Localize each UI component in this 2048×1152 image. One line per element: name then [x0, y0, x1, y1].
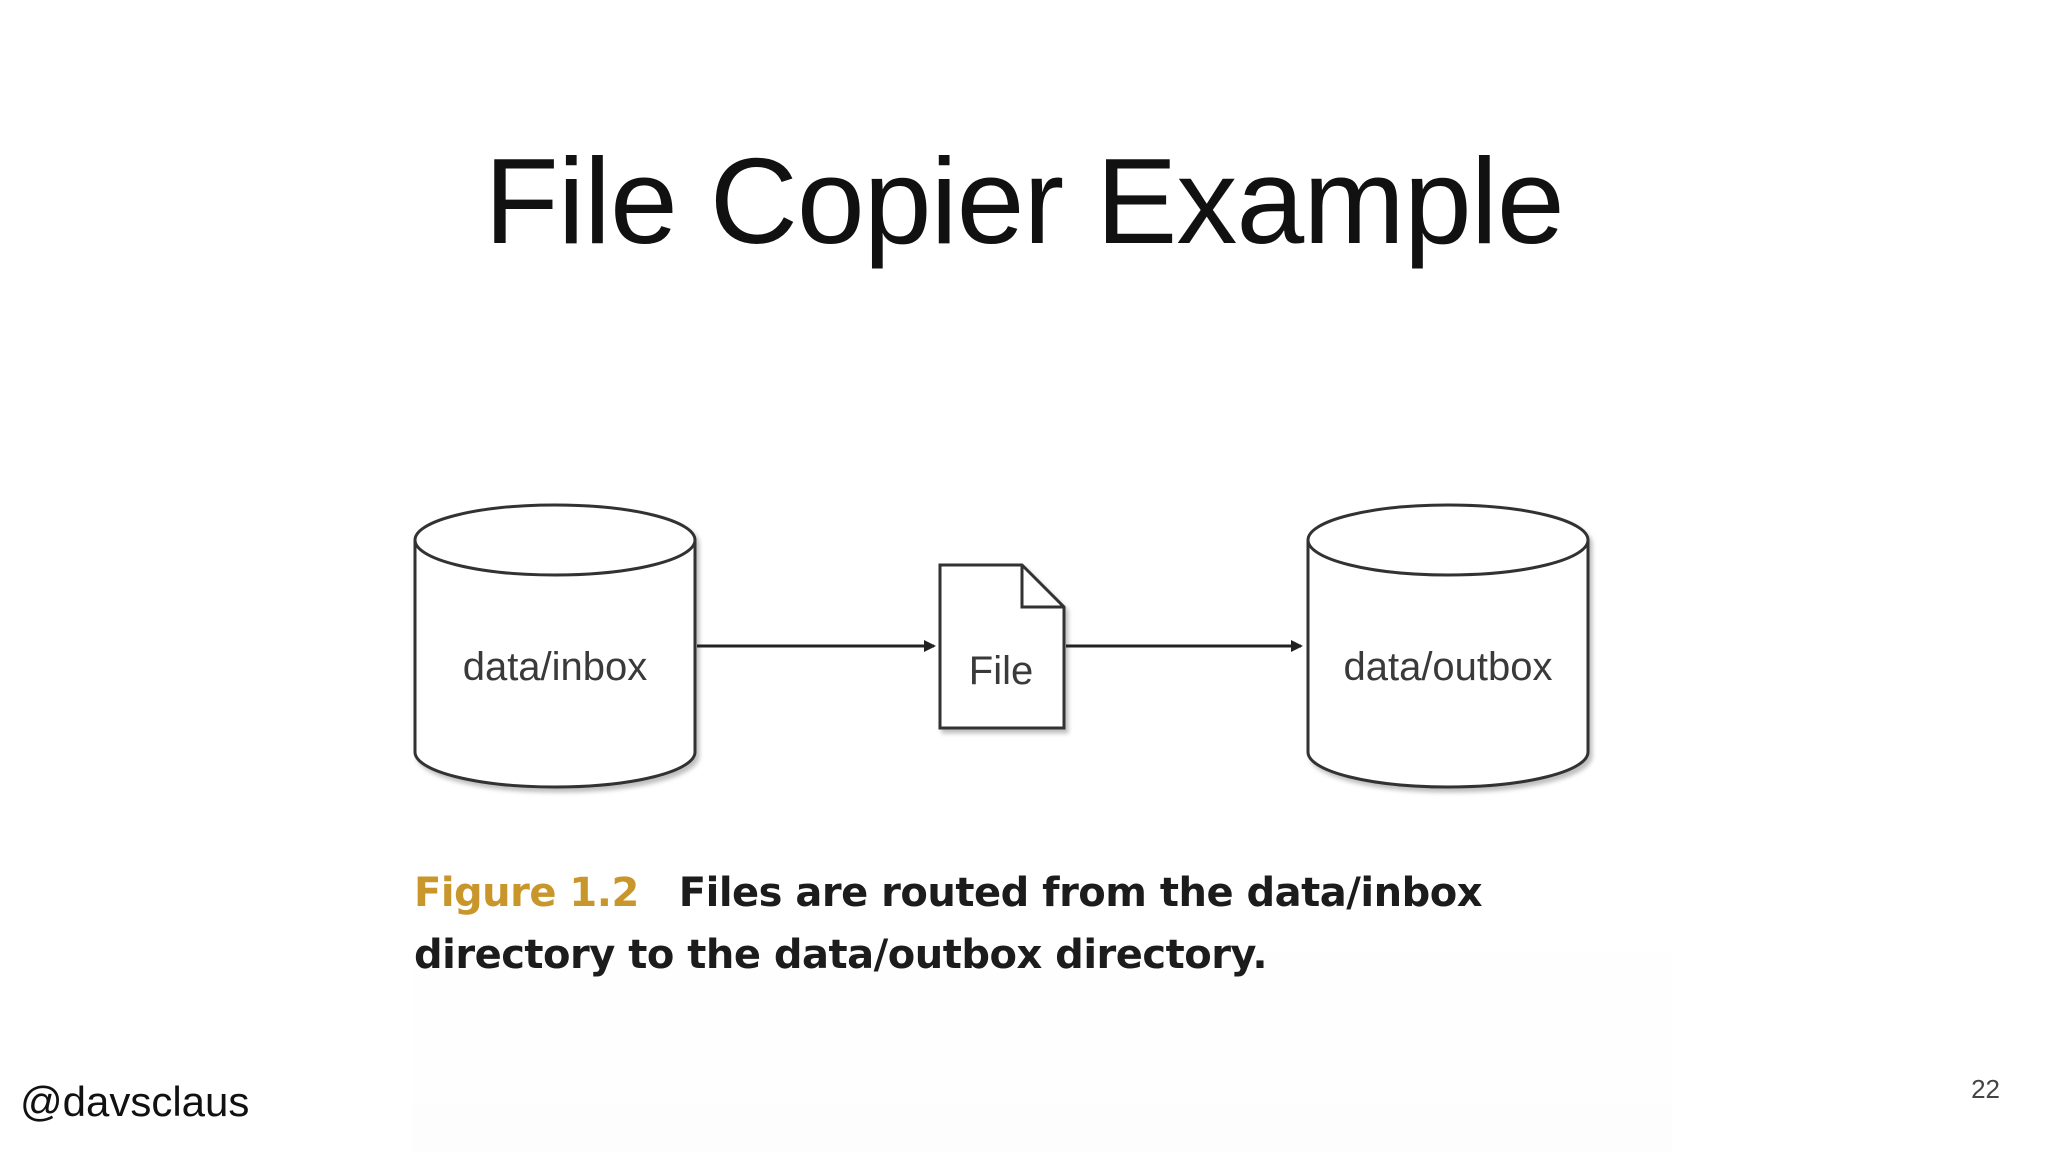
- figure-number: Figure 1.2: [414, 870, 639, 916]
- caption-text-1: Files are routed from the data/inbox: [678, 870, 1483, 916]
- figure-caption: Figure 1.2 Files are routed from the data…: [414, 862, 1614, 986]
- inbox-cylinder: [413, 503, 697, 789]
- twitter-handle: @davsclaus: [20, 1078, 250, 1125]
- outbox-label: data/outbox: [1343, 645, 1552, 689]
- page-number: 22: [1971, 1074, 2000, 1104]
- caption-line-1: Figure 1.2 Files are routed from the data…: [414, 862, 1614, 924]
- caption-line-2: directory to the data/outbox directory.: [414, 932, 1268, 978]
- inbox-label: data/inbox: [463, 645, 648, 689]
- slide-title: File Copier Example: [484, 133, 1564, 269]
- file-label: File: [969, 649, 1033, 693]
- outbox-cylinder: [1306, 503, 1590, 789]
- file-document-icon: [938, 563, 1066, 730]
- figure-panel-fade: [412, 900, 1672, 1152]
